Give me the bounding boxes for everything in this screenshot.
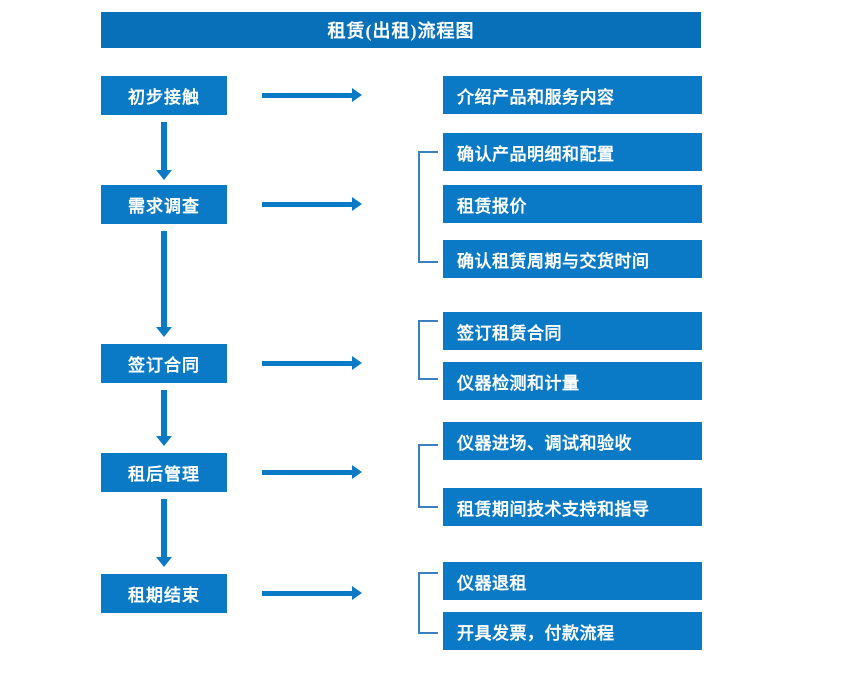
stage-box-2[interactable]: 需求调查 bbox=[101, 185, 227, 224]
stage-connector-arrow-2 bbox=[156, 231, 172, 337]
group-bracket-1 bbox=[418, 151, 438, 263]
chart-title: 租赁(出租)流程图 bbox=[101, 12, 701, 48]
detail-arrow-2 bbox=[262, 197, 362, 211]
detail-box-9[interactable]: 仪器退租 bbox=[443, 562, 702, 600]
stage-box-4[interactable]: 租后管理 bbox=[101, 453, 227, 492]
group-bracket-3 bbox=[418, 444, 438, 508]
detail-box-5[interactable]: 签订租赁合同 bbox=[443, 312, 702, 350]
stage-box-5[interactable]: 租期结束 bbox=[101, 574, 227, 613]
stage-box-3[interactable]: 签订合同 bbox=[101, 344, 227, 383]
detail-box-6[interactable]: 仪器检测和计量 bbox=[443, 362, 702, 400]
detail-box-1[interactable]: 介绍产品和服务内容 bbox=[443, 76, 702, 114]
detail-box-3[interactable]: 租赁报价 bbox=[443, 185, 702, 223]
detail-box-8[interactable]: 租赁期间技术支持和指导 bbox=[443, 488, 702, 526]
stage-connector-arrow-3 bbox=[156, 390, 172, 446]
stage-connector-arrow-4 bbox=[156, 499, 172, 567]
detail-box-4[interactable]: 确认租赁周期与交货时间 bbox=[443, 240, 702, 278]
detail-arrow-3 bbox=[262, 356, 362, 370]
stage-connector-arrow-1 bbox=[156, 122, 172, 180]
detail-arrow-4 bbox=[262, 465, 362, 479]
detail-arrow-1 bbox=[262, 88, 362, 102]
group-bracket-4 bbox=[418, 572, 438, 634]
detail-box-7[interactable]: 仪器进场、调试和验收 bbox=[443, 422, 702, 460]
group-bracket-2 bbox=[418, 320, 438, 380]
stage-box-1[interactable]: 初步接触 bbox=[101, 76, 227, 115]
detail-box-10[interactable]: 开具发票，付款流程 bbox=[443, 612, 702, 650]
detail-box-2[interactable]: 确认产品明细和配置 bbox=[443, 133, 702, 171]
detail-arrow-5 bbox=[262, 586, 362, 600]
